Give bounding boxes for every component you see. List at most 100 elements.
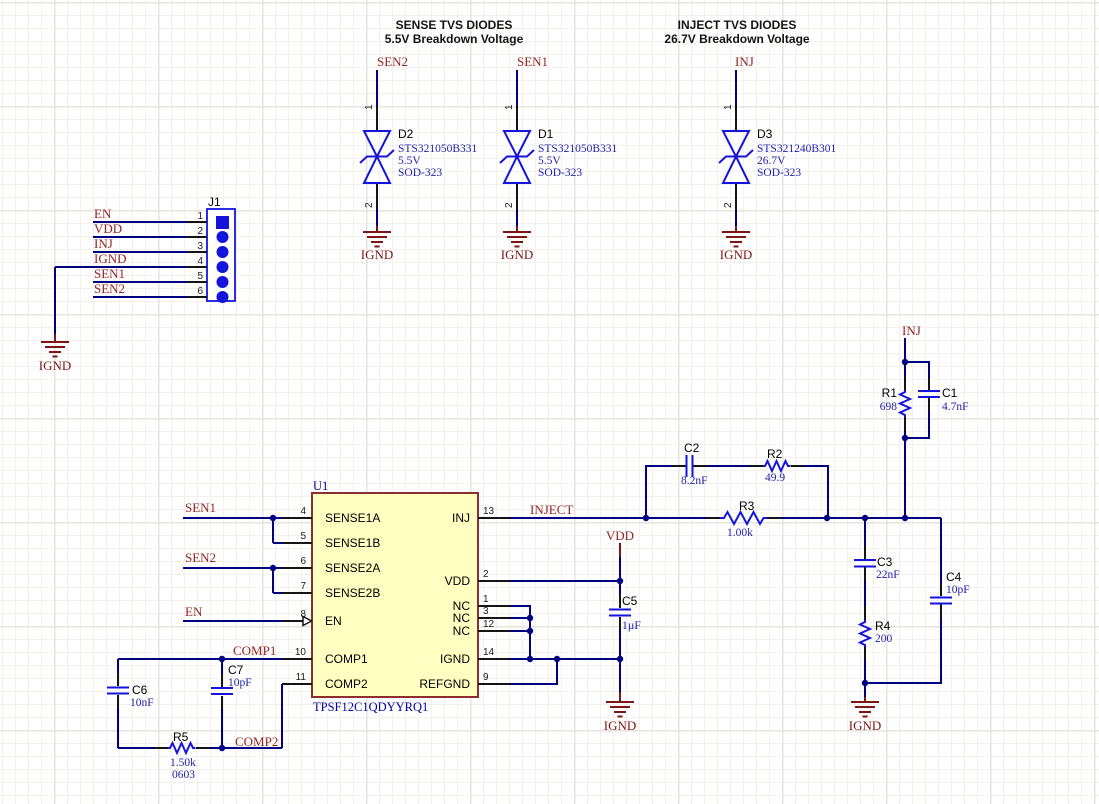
net-label-en[interactable]: EN bbox=[94, 206, 112, 221]
net-label-sen1[interactable]: SEN1 bbox=[94, 266, 125, 281]
en-net[interactable]: EN bbox=[183, 604, 282, 622]
u1-pin-number: 2 bbox=[483, 569, 489, 580]
c7-ref[interactable]: C7 bbox=[228, 663, 244, 677]
u1-pin-name: SENSE1A bbox=[325, 511, 380, 525]
wire-c2-r2[interactable] bbox=[645, 465, 829, 518]
gnd-label: IGND bbox=[849, 718, 882, 733]
wire-sen1[interactable] bbox=[183, 517, 282, 544]
diode-d2[interactable]: SEN2 1 2 IGND D2 STS321050B331 5.5V SOD-… bbox=[359, 54, 477, 262]
resistor-symbol-r1[interactable] bbox=[897, 390, 913, 417]
c3-ref[interactable]: C3 bbox=[877, 555, 893, 569]
r1-c1-branch[interactable]: INJ R1 698 C1 4.7nF bbox=[880, 323, 969, 518]
net-label-inject[interactable]: INJECT bbox=[530, 502, 573, 517]
net-label-inj[interactable]: INJ bbox=[94, 236, 113, 251]
r2-ref[interactable]: R2 bbox=[767, 447, 783, 461]
net-label-inj[interactable]: INJ bbox=[902, 323, 921, 338]
r5-ref[interactable]: R5 bbox=[173, 730, 189, 744]
c2-ref[interactable]: C2 bbox=[684, 441, 700, 455]
d2-voltage: 5.5V bbox=[398, 155, 421, 167]
d3-ref[interactable]: D3 bbox=[757, 127, 773, 141]
net-label-vdd[interactable]: VDD bbox=[94, 221, 122, 236]
net-label-inj[interactable]: INJ bbox=[735, 54, 754, 69]
j1-pin-circle bbox=[216, 261, 229, 273]
capacitor-symbol-c4[interactable] bbox=[930, 596, 952, 605]
net-label-ignd[interactable]: IGND bbox=[94, 251, 127, 266]
tvs-diode-symbol[interactable] bbox=[362, 130, 392, 159]
diode-d3[interactable]: INJ 1 2 IGND D3 STS321240B301 26.7V SOD-… bbox=[718, 54, 836, 262]
resistor-symbol-r2[interactable] bbox=[763, 458, 790, 474]
ic-u1[interactable]: U1 TPSF12C1QDYYRQ1 4 5 6 7 8 10 11 SENSE… bbox=[282, 479, 510, 714]
r5-footprint: 0603 bbox=[172, 769, 195, 781]
c3-r4-branch[interactable]: C3 22nF R4 200 IGND bbox=[849, 518, 900, 733]
net-label-en[interactable]: EN bbox=[185, 604, 203, 619]
tvs-diode-symbol[interactable] bbox=[362, 154, 392, 184]
u1-pin-name: NC bbox=[453, 599, 471, 613]
wire-comp[interactable] bbox=[117, 658, 283, 749]
vdd-c5-branch[interactable]: VDD C5 1µF IGND bbox=[510, 528, 641, 733]
u1-body[interactable] bbox=[311, 492, 479, 698]
d1-ref[interactable]: D1 bbox=[538, 127, 554, 141]
u1-pin-name: NC bbox=[453, 611, 471, 625]
u1-ref[interactable]: U1 bbox=[313, 479, 328, 493]
j1-net-wires[interactable] bbox=[55, 221, 187, 298]
c4-ref[interactable]: C4 bbox=[946, 570, 962, 584]
diode-d1[interactable]: SEN1 1 2 IGND D1 STS321050B331 5.5V SOD-… bbox=[499, 54, 617, 262]
ground-symbol[interactable] bbox=[503, 231, 531, 248]
tvs-diode-symbol[interactable] bbox=[502, 130, 532, 159]
sen2-net[interactable]: SEN2 bbox=[183, 550, 282, 594]
comp-network[interactable]: COMP1 COMP2 C6 10nF C7 10pF R5 1.50k 060… bbox=[107, 643, 283, 781]
r1-ref[interactable]: R1 bbox=[882, 386, 898, 400]
net-label-sen2[interactable]: SEN2 bbox=[185, 550, 216, 565]
c6-ref[interactable]: C6 bbox=[132, 683, 148, 697]
capacitor-symbol-c7[interactable] bbox=[211, 687, 233, 695]
c1-ref[interactable]: C1 bbox=[942, 386, 958, 400]
ground-symbol[interactable] bbox=[851, 701, 879, 718]
gnd-label: IGND bbox=[501, 247, 534, 262]
net-label-comp2[interactable]: COMP2 bbox=[235, 734, 278, 749]
wire-vdd-c5[interactable] bbox=[510, 557, 621, 692]
capacitor-symbol-c3[interactable] bbox=[854, 559, 876, 568]
u1-right-pins[interactable] bbox=[478, 517, 510, 685]
r4-ref[interactable]: R4 bbox=[875, 619, 891, 633]
c5-ref[interactable]: C5 bbox=[622, 594, 638, 608]
tvs-diode-symbol[interactable] bbox=[721, 130, 751, 159]
wire-c4[interactable] bbox=[865, 518, 942, 684]
u1-pin-number: 12 bbox=[483, 619, 495, 630]
net-label-sen2[interactable]: SEN2 bbox=[94, 281, 125, 296]
resistor-symbol-r3[interactable] bbox=[720, 509, 768, 527]
wire-nc-gnd[interactable] bbox=[510, 605, 620, 685]
wire-r1-c1[interactable] bbox=[904, 338, 930, 518]
capacitor-symbol-c6[interactable] bbox=[107, 686, 129, 695]
c4-branch[interactable]: C4 10pF bbox=[865, 518, 970, 684]
ground-symbol[interactable] bbox=[722, 231, 750, 248]
net-label-sen1[interactable]: SEN1 bbox=[517, 54, 548, 69]
r3-ref[interactable]: R3 bbox=[739, 499, 755, 513]
capacitor-symbol-c5[interactable] bbox=[609, 608, 631, 617]
ground-symbol[interactable] bbox=[363, 231, 391, 248]
nc-gnd-wiring[interactable] bbox=[510, 605, 620, 685]
net-label-comp1[interactable]: COMP1 bbox=[233, 643, 276, 658]
tvs-diode-symbol[interactable] bbox=[721, 154, 751, 184]
inject-net[interactable]: INJECT R3 1.00k bbox=[510, 499, 941, 539]
capacitor-symbol-c1[interactable] bbox=[918, 390, 940, 398]
r5-value: 1.50k bbox=[170, 757, 196, 769]
d1-pin2-number: 2 bbox=[504, 202, 515, 208]
connector-j1[interactable]: J1 1 2 3 4 5 6 EN VDD INJ IGND SEN1 SEN2… bbox=[39, 195, 236, 373]
sen1-net[interactable]: SEN1 bbox=[183, 500, 282, 544]
ground-symbol[interactable] bbox=[41, 341, 69, 358]
capacitor-symbol-c2[interactable] bbox=[685, 455, 694, 477]
tvs-diode-symbol[interactable] bbox=[502, 154, 532, 184]
wire-sen2[interactable] bbox=[183, 567, 282, 594]
j1-ref[interactable]: J1 bbox=[208, 195, 221, 209]
net-label-sen1[interactable]: SEN1 bbox=[185, 500, 216, 515]
power-label-vdd[interactable]: VDD bbox=[606, 528, 634, 543]
net-label-sen2[interactable]: SEN2 bbox=[377, 54, 408, 69]
ground-symbol[interactable] bbox=[606, 701, 634, 718]
resistor-symbol-r4[interactable] bbox=[857, 620, 873, 647]
resistor-symbol-r5[interactable] bbox=[168, 740, 196, 756]
d2-ref[interactable]: D2 bbox=[398, 127, 414, 141]
u1-pin-name: SENSE2A bbox=[325, 561, 380, 575]
c2-r2-branch[interactable]: C2 8.2nF R2 49.9 bbox=[645, 441, 829, 518]
j1-pins[interactable] bbox=[187, 221, 207, 298]
u1-left-pins[interactable] bbox=[282, 517, 312, 685]
